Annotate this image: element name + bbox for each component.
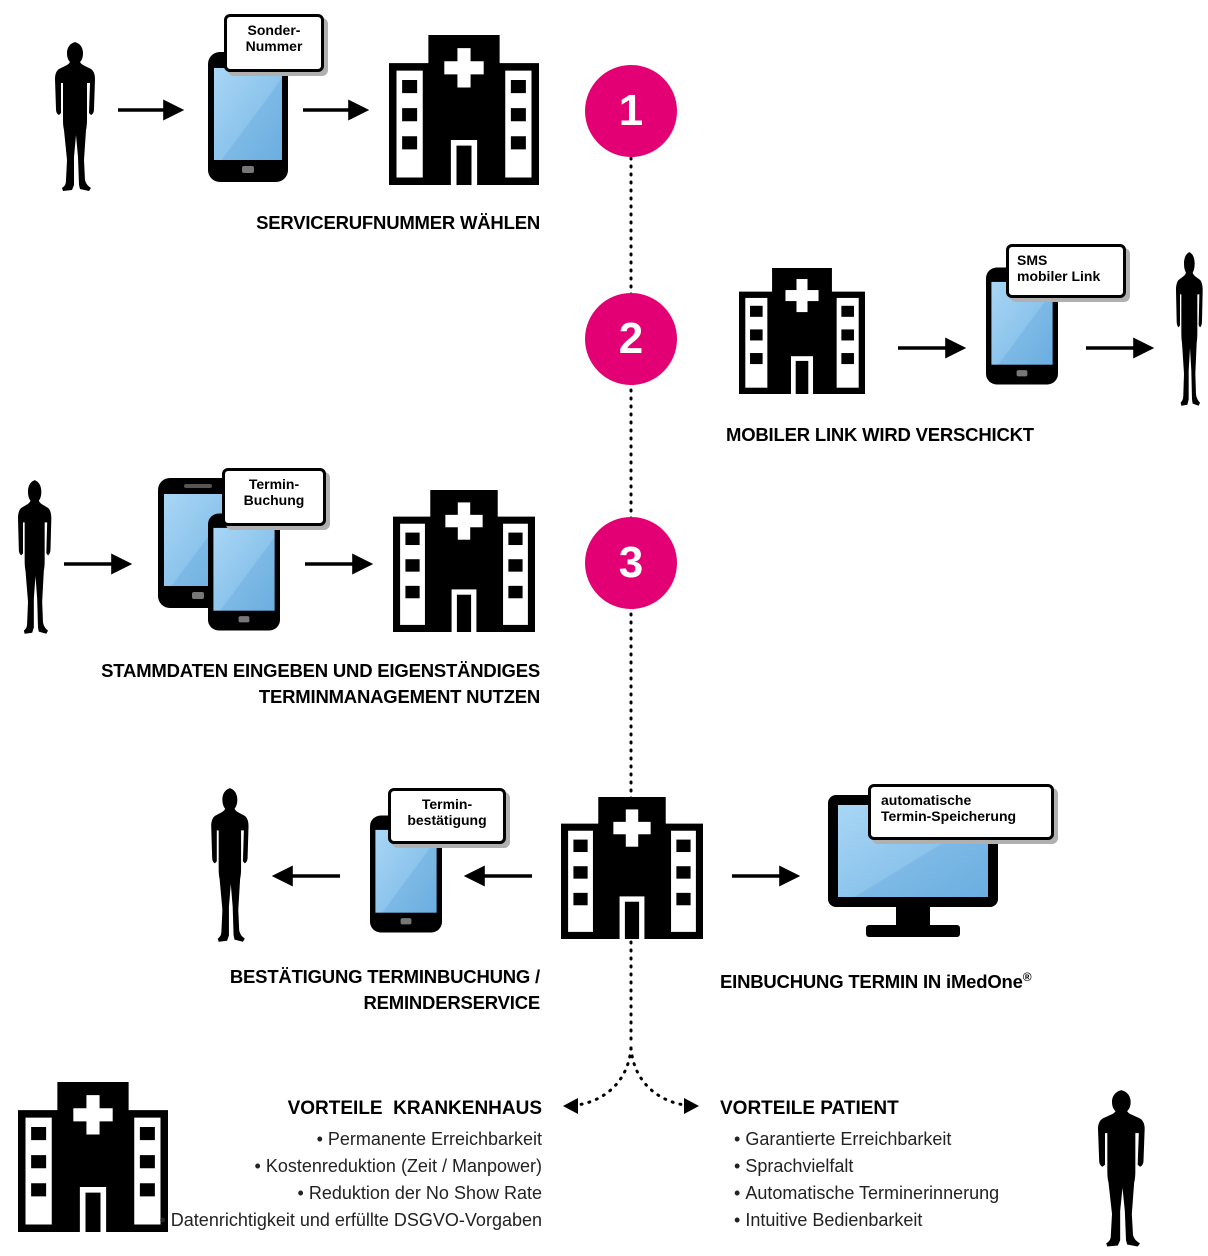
hospital-building-icon xyxy=(12,1082,174,1232)
arrow-right-icon xyxy=(305,553,374,575)
arrow-left-icon xyxy=(563,1098,578,1114)
arrow-left-icon xyxy=(463,865,532,887)
patient-benefits-list: Garantierte Erreichbarkeit Sprachvielfal… xyxy=(734,1126,999,1234)
speech-bubble-sms-link: SMS mobiler Link xyxy=(1006,244,1126,298)
step-2-caption: MOBILER LINK WIRD VERSCHICKT xyxy=(726,424,1034,445)
bubble-line-2: Termin-Speicherung xyxy=(881,808,1017,824)
arrow-right-icon xyxy=(118,99,185,121)
caption-line-1: STAMMDATEN EINGEBEN UND EIGENSTÄNDIGES xyxy=(101,660,540,681)
bubble-line-1: Termin- xyxy=(421,796,473,812)
person-silhouette-icon xyxy=(200,786,256,951)
arrow-right-icon xyxy=(684,1098,699,1114)
caption-line-2: REMINDERSERVICE xyxy=(363,992,540,1013)
list-item: Automatische Terminerinnerung xyxy=(734,1180,999,1207)
step-4-left-caption: BESTÄTIGUNG TERMINBUCHUNG / REMINDERSERV… xyxy=(120,964,540,1016)
arrow-right-icon xyxy=(303,99,370,121)
bubble-line-1: Sonder- xyxy=(247,22,301,38)
list-item: Garantierte Erreichbarkeit xyxy=(734,1126,999,1153)
hospital-building-icon xyxy=(388,35,540,185)
step-2-badge: 2 xyxy=(585,293,677,385)
caption-text: EINBUCHUNG TERMIN IN iMedOne xyxy=(720,971,1023,993)
hospital-benefits-list: Permanente Erreichbarkeit Kostenreduktio… xyxy=(159,1126,542,1234)
step-1-badge: 1 xyxy=(585,65,677,157)
list-item: Intuitive Bedienbarkeit xyxy=(734,1207,999,1234)
registered-mark: ® xyxy=(1022,970,1032,984)
arrow-right-icon xyxy=(64,553,133,575)
caption-line-1: BESTÄTIGUNG TERMINBUCHUNG / xyxy=(229,966,540,987)
bubble-line-2: Buchung xyxy=(243,492,305,508)
step-3-caption: STAMMDATEN EINGEBEN UND EIGENSTÄNDIGES T… xyxy=(0,658,540,710)
list-item: Datenrichtigkeit und erfüllte DSGVO-Vorg… xyxy=(159,1207,542,1234)
list-item: Permanente Erreichbarkeit xyxy=(159,1126,542,1153)
step-3-badge: 3 xyxy=(585,517,677,609)
arrow-right-icon xyxy=(732,865,801,887)
person-silhouette-icon xyxy=(1084,1088,1154,1256)
step-4-right-caption: EINBUCHUNG TERMIN IN iMedOne® xyxy=(720,964,1032,995)
arrow-right-icon xyxy=(1086,337,1155,359)
step-1-caption: SERVICERUFNUMMER WÄHLEN xyxy=(256,212,540,233)
bubble-line-2: mobiler Link xyxy=(1017,268,1101,284)
hospital-building-icon xyxy=(726,268,878,394)
speech-bubble-sonder-nummer: Sonder- Nummer xyxy=(224,14,324,72)
patient-benefits-title: VORTEILE PATIENT xyxy=(720,1098,899,1119)
bubble-line-2: Nummer xyxy=(245,38,303,54)
smartphone-icon xyxy=(208,508,280,636)
bubble-line-1: Termin- xyxy=(248,476,300,492)
bubble-line-1: SMS xyxy=(1017,252,1048,268)
person-silhouette-icon xyxy=(1168,250,1208,415)
arrow-right-icon xyxy=(898,337,967,359)
bubble-line-2: bestätigung xyxy=(407,812,487,828)
list-item: Reduktion der No Show Rate xyxy=(159,1180,542,1207)
person-silhouette-icon xyxy=(42,40,104,200)
arrow-left-icon xyxy=(271,865,340,887)
hospital-benefits-title: VORTEILE KRANKENHAUS xyxy=(287,1098,542,1119)
speech-bubble-automatische-speicherung: automatische Termin-Speicherung xyxy=(868,784,1054,840)
speech-bubble-termin-buchung: Termin- Buchung xyxy=(222,468,326,526)
hospital-building-icon xyxy=(388,490,540,632)
hospital-building-icon xyxy=(556,797,708,939)
bubble-line-1: automatische xyxy=(881,792,972,808)
person-silhouette-icon xyxy=(8,478,58,643)
speech-bubble-terminbestaetigung: Termin- bestätigung xyxy=(388,788,506,844)
list-item: Sprachvielfalt xyxy=(734,1153,999,1180)
list-item: Kostenreduktion (Zeit / Manpower) xyxy=(159,1153,542,1180)
caption-line-2: TERMINMANAGEMENT NUTZEN xyxy=(258,686,540,707)
